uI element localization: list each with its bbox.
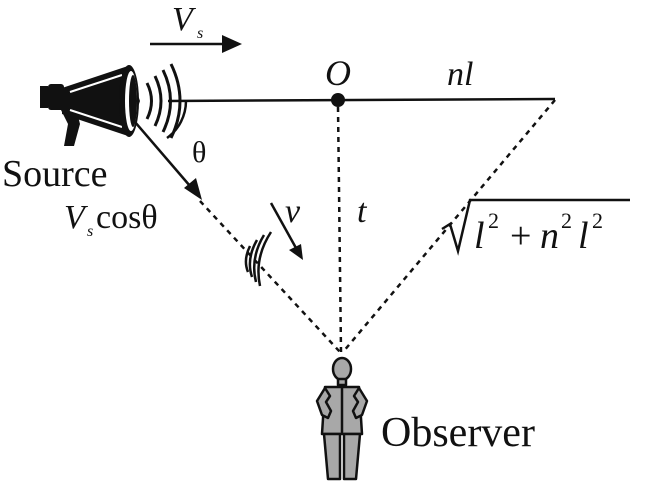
- wavefront-icon: [244, 231, 273, 287]
- wave-velocity-label: v: [285, 193, 301, 230]
- source-velocity-arrow: [150, 35, 242, 53]
- hyp-l2: l: [578, 215, 589, 257]
- radial-velocity-arrow: [134, 121, 202, 200]
- hyp-exp2: 2: [561, 208, 572, 233]
- source-label: Source: [2, 153, 108, 195]
- source-observer-dashed-line: [199, 200, 341, 353]
- source-velocity-subscript: s: [197, 25, 203, 42]
- hyp-l1: l: [474, 215, 485, 257]
- distance-label: nl: [447, 56, 473, 93]
- time-label: t: [357, 193, 368, 230]
- hypotenuse-length-label: l 2 + n 2 l 2: [441, 198, 630, 257]
- standing-person-icon: [315, 356, 369, 481]
- radial-velocity-symbol: V: [64, 199, 89, 236]
- megaphone-icon: [40, 63, 182, 146]
- hyp-n: n: [540, 215, 559, 257]
- radial-velocity-cos: cosθ: [96, 199, 158, 236]
- source-velocity-symbol: V: [172, 1, 197, 38]
- sqrt-sign: [441, 198, 630, 256]
- vertical-dashed-line: [336, 106, 343, 353]
- origin-point: [331, 93, 345, 107]
- hyp-plus: +: [510, 215, 531, 257]
- hyp-exp3: 2: [592, 208, 603, 233]
- hyp-exp1: 2: [488, 208, 499, 233]
- source-path-line: [167, 97, 556, 103]
- angle-arc: [166, 100, 188, 140]
- radial-velocity-subscript: s: [87, 223, 93, 240]
- source-velocity-label: V s: [172, 1, 203, 42]
- angle-label: θ: [192, 136, 206, 169]
- wave-velocity-arrow: [269, 202, 303, 260]
- origin-label: O: [325, 53, 351, 93]
- radial-velocity-label: V s cosθ: [64, 199, 158, 240]
- observer-label: Observer: [381, 410, 535, 456]
